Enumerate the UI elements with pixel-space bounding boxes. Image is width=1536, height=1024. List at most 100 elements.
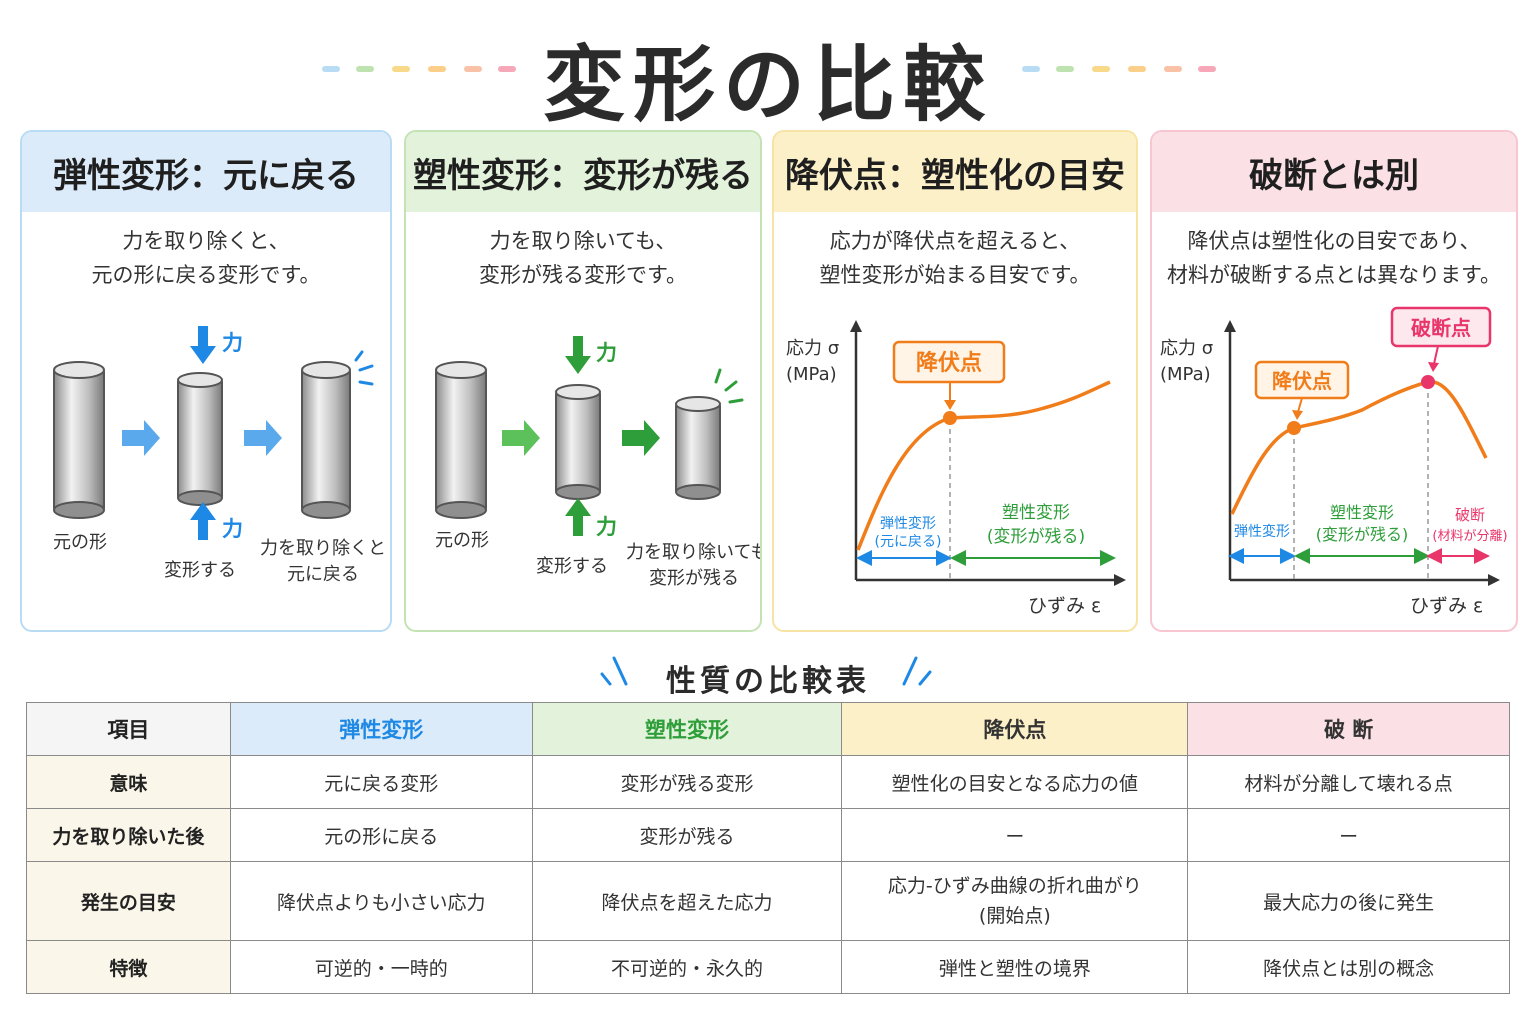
fracture-stress-strain-chart: 降伏点 破断点 応力 σ (MPa) ひずみ ε 弾性変形 塑性変形 (変形が残… [1160, 306, 1508, 617]
force-arrow-up-icon [190, 502, 216, 540]
force-label-top: 力 [222, 331, 243, 355]
table-cell: 降伏点を超えた応力 [531, 861, 843, 941]
callout-arrow-icon [944, 400, 956, 410]
stress-strain-curve [856, 380, 1111, 551]
cylinder-original [53, 361, 105, 519]
yield-point-marker [1287, 421, 1301, 435]
card-plastic-header: 塑性変形：変形が残る [406, 132, 760, 212]
y-axis-unit: (MPa) [786, 364, 837, 385]
cylinder-original [435, 361, 487, 519]
table-cell: ー [841, 808, 1189, 862]
yield-point-marker [943, 411, 957, 425]
yield-stress-strain-chart: 降伏点 応力 σ (MPa) ひずみ ε 弾性変形 (元に戻る) 塑性変形 (変… [786, 320, 1126, 617]
row-header: 特徴 [26, 940, 231, 994]
x-axis-label: ひずみ ε [1410, 595, 1483, 617]
table-row: 特徴 可逆的・一時的 不可逆的・永久的 弾性と塑性の境界 降伏点とは別の概念 [26, 940, 1510, 994]
plastic-region-label: 塑性変形 [1002, 503, 1070, 523]
table-header-item: 項目 [26, 702, 231, 756]
step-label-original: 元の形 [53, 532, 107, 553]
table-header-yield: 降伏点 [841, 702, 1189, 756]
x-axis-arrow-icon [1488, 574, 1500, 586]
table-cell: 変形が残る [531, 808, 843, 862]
row-header: 発生の目安 [26, 861, 231, 941]
table-cell-subtext: (開始点) [978, 905, 1051, 927]
y-axis-unit: (MPa) [1160, 364, 1211, 385]
step-label-release: 力を取り除くと元に戻る [260, 538, 386, 585]
fracture-callout-pointer [1433, 345, 1439, 365]
card-yield-point: 降伏点：塑性化の目安 応力が降伏点を超えると、塑性変形が始まる目安です。 降伏点… [772, 130, 1138, 632]
table-header-row: 項目 弾性変形 塑性変形 降伏点 破 断 [26, 702, 1510, 756]
title-dashes-right [1022, 66, 1222, 74]
yield-callout-pointer [1297, 397, 1303, 413]
table-row: 意味 元に戻る変形 変形が残る変形 塑性化の目安となる応力の値 材料が分離して壊… [26, 755, 1510, 809]
y-axis-arrow-icon [850, 320, 862, 332]
step-label-deform: 変形する [164, 560, 236, 581]
plastic-region-sublabel: (変形が残る) [1316, 525, 1409, 544]
deformation-mark-icon [714, 368, 744, 404]
table-cell: 材料が分離して壊れる点 [1187, 755, 1510, 809]
force-arrow-up-icon [565, 498, 591, 536]
card-plastic-description: 力を取り除いても、変形が残る変形です。 [479, 229, 687, 287]
table-cell: 塑性化の目安となる応力の値 [841, 755, 1189, 809]
force-label-bottom: 力 [596, 515, 617, 539]
card-yield-header: 降伏点：塑性化の目安 [774, 132, 1136, 212]
step-label-original: 元の形 [435, 530, 489, 551]
arrow-right-icon [122, 420, 160, 456]
card-elastic: 弾性変形：元に戻る 力を取り除くと、元の形に戻る変形です。 力 力 元の形 変形… [20, 130, 392, 632]
table-cell: 可逆的・一時的 [229, 940, 533, 994]
arrow-right-icon [244, 420, 282, 456]
stress-strain-curve [1230, 380, 1488, 515]
fracture-region-label: 破断 [1455, 506, 1485, 524]
section-title: 性質の比較表 [666, 664, 870, 699]
yield-callout-box [892, 340, 1006, 384]
x-axis-label: ひずみ ε [1028, 595, 1101, 617]
y-axis-arrow-icon [1224, 320, 1236, 332]
arrow-right-icon [622, 420, 660, 456]
card-elastic-header: 弾性変形：元に戻る [22, 132, 390, 212]
table-cell-text: 応力-ひずみ曲線の折れ曲がり [887, 875, 1142, 897]
y-axis-label: 応力 σ [786, 338, 839, 359]
plastic-region-sublabel: (変形が残る) [987, 527, 1085, 547]
row-header: 意味 [26, 755, 231, 809]
title-dashes-left [322, 66, 522, 74]
yield-callout-arrow-icon [1292, 410, 1303, 420]
cylinder-restored [301, 361, 351, 519]
spring-back-icon [354, 350, 374, 386]
table-cell: 弾性と塑性の境界 [841, 940, 1189, 994]
fracture-callout-box [1390, 306, 1492, 348]
row-header: 力を取り除いた後 [26, 808, 231, 862]
cylinder-permanent [675, 396, 721, 500]
table-cell: 元の形に戻る [229, 808, 533, 862]
table-cell: 最大応力の後に発生 [1187, 861, 1510, 941]
table-cell: 不可逆的・永久的 [531, 940, 843, 994]
yield-callout-label: 降伏点 [916, 350, 982, 376]
table-row: 発生の目安 降伏点よりも小さい応力 降伏点を超えた応力 応力-ひずみ曲線の折れ曲… [26, 861, 1510, 941]
card-plastic: 塑性変形：変形が残る 力を取り除いても、変形が残る変形です。 力 力 元の形 変… [404, 130, 762, 632]
card-fracture-header: 破断とは別 [1152, 132, 1516, 212]
table-cell: 降伏点よりも小さい応力 [229, 861, 533, 941]
fracture-callout-arrow-icon [1428, 362, 1439, 372]
table-cell: 変形が残る変形 [531, 755, 843, 809]
cylinder-compressed [555, 384, 601, 500]
arrow-right-icon [502, 420, 540, 456]
elastic-region-label: 弾性変形 [1234, 523, 1290, 540]
table-header-elastic: 弾性変形 [229, 702, 533, 756]
fracture-point-marker [1421, 375, 1435, 389]
card-elastic-description: 力を取り除くと、元の形に戻る変形です。 [91, 229, 321, 287]
force-arrow-down-icon [190, 326, 216, 364]
fracture-region-sublabel: (材料が分離) [1432, 529, 1507, 544]
card-fracture-description: 降伏点は塑性化の目安であり、材料が破断する点とは異なります。 [1167, 229, 1501, 287]
table-row: 力を取り除いた後 元の形に戻る 変形が残る ー ー [26, 808, 1510, 862]
cylinder-compressed [177, 372, 223, 506]
card-fracture: 破断とは別 降伏点は塑性化の目安であり、材料が破断する点とは異なります。 降伏点… [1150, 130, 1518, 632]
elastic-region-sublabel: (元に戻る) [875, 534, 942, 550]
table-cell: 降伏点とは別の概念 [1187, 940, 1510, 994]
force-label-bottom: 力 [222, 517, 243, 541]
yield-callout-label: 降伏点 [1272, 369, 1332, 393]
step-label-deform: 変形する [536, 556, 608, 577]
section-accent-left-icon [600, 656, 628, 686]
comparison-table: 項目 弾性変形 塑性変形 降伏点 破 断 意味 元に戻る変形 変形が残る変形 塑… [26, 702, 1510, 994]
table-header-plastic: 塑性変形 [531, 702, 843, 756]
table-cell: ー [1187, 808, 1510, 862]
section-accent-right-icon [902, 656, 932, 686]
